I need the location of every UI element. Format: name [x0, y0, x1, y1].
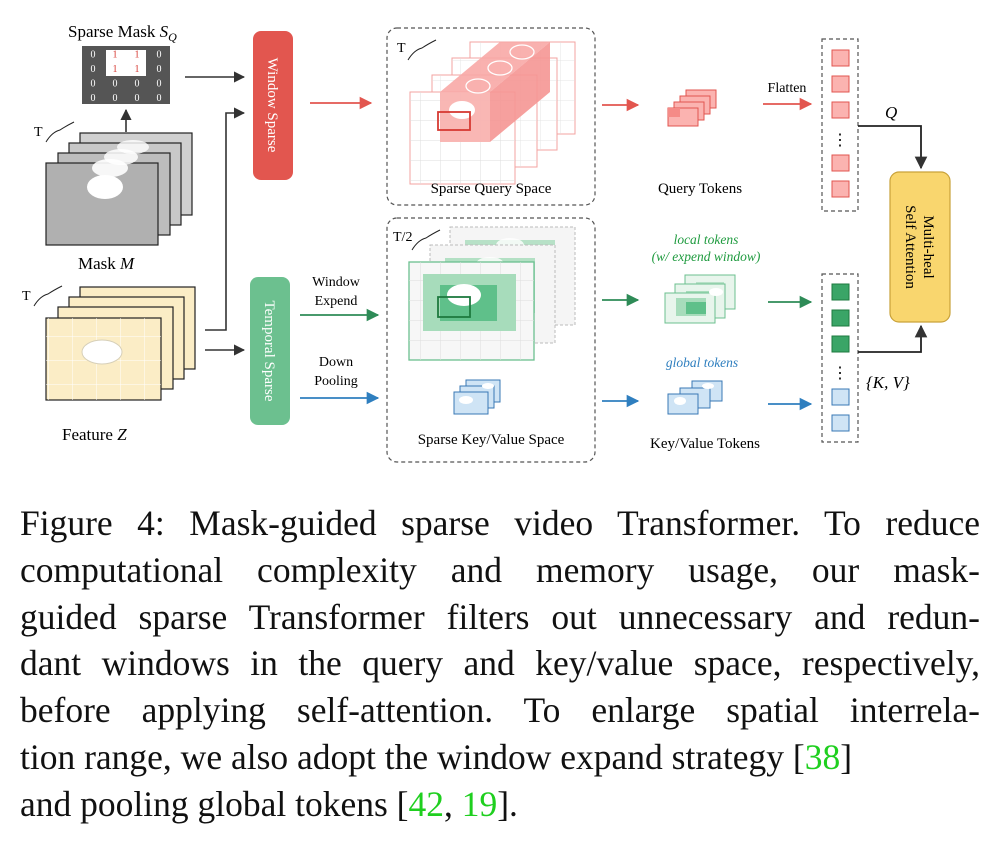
mask-cell: 0 — [157, 49, 162, 60]
global-token-stack — [667, 380, 723, 415]
temporal-sparse-label: Temporal Sparse — [261, 300, 277, 401]
feature-stack — [45, 286, 196, 401]
query-space-frames — [409, 41, 576, 185]
sparse-query-space-box — [386, 27, 596, 206]
mask-cell: 0 — [135, 93, 140, 104]
mask-title: Sparse Mask SQ — [68, 22, 177, 44]
mask-cell: 0 — [91, 78, 96, 89]
mask-cell: 0 — [91, 64, 96, 75]
feature-t-brace — [33, 285, 63, 307]
caption-line-6: tion range, we also adopt the window exp… — [20, 736, 853, 777]
citation-19[interactable]: 19 — [461, 783, 498, 824]
mask-cell: 0 — [113, 93, 118, 104]
mask-stack — [45, 132, 193, 246]
kv-token-cells — [831, 283, 850, 432]
mask-cell: 1 — [135, 49, 140, 60]
caption-line-5: before applying self-attention. To enlar… — [20, 690, 980, 731]
citation-42[interactable]: 42 — [408, 783, 444, 824]
query-space-t-brace — [407, 39, 437, 61]
figure-caption: Figure 4: Mask-guided sparse video Trans… — [20, 500, 980, 828]
mask-label: Mask M — [78, 254, 135, 273]
q-symbol: Q — [885, 103, 897, 122]
caption-line-2: computational complexity and memory usag… — [20, 549, 980, 590]
mask-t-label: T — [34, 125, 43, 140]
local-tokens-label: local tokens(w/ expend window) — [652, 232, 761, 264]
sparse-mask-grid: 0 1 1 0 0 1 1 0 0 0 0 0 0 0 0 0 — [82, 46, 170, 104]
arrow-q-to-attention — [858, 125, 928, 170]
kv-token-column — [821, 273, 859, 443]
attention-block — [889, 171, 951, 323]
mask-cell: 0 — [157, 78, 162, 89]
caption-line-3: guided sparse Transformer filters out un… — [20, 596, 980, 637]
architecture-diagram: Sparse Mask SQ 0 1 1 0 0 1 1 0 0 0 0 0 0 0 0 0 T Mask M… — [22, 22, 951, 463]
flatten-label: Flatten — [768, 81, 807, 96]
query-column-dots: ⋮ — [832, 132, 848, 149]
mask-cell: 0 — [157, 93, 162, 104]
arrow-kv-to-attention — [858, 324, 928, 353]
mask-cell: 1 — [113, 64, 118, 75]
kv-space-t-brace — [411, 229, 441, 251]
arrow-feature-to-window-sparse — [205, 107, 246, 331]
sparse-kv-space-label: Sparse Key/Value Space — [418, 432, 565, 448]
query-tokens-label: Query Tokens — [658, 181, 742, 197]
kv-tokens-label: Key/Value Tokens — [650, 436, 760, 452]
mask-cell: 0 — [113, 78, 118, 89]
kv-space-pooled-tokens — [453, 379, 501, 415]
window-sparse-label: Window Sparse — [264, 58, 280, 153]
temporal-sparse-block — [250, 277, 290, 425]
local-token-stack — [664, 274, 736, 324]
sparse-query-space-label: Sparse Query Space — [431, 181, 552, 197]
caption-line-4: dant windows in the query and key/value … — [20, 643, 980, 684]
kv-symbol: {K, V} — [866, 373, 910, 392]
caption-line-1: Figure 4: Mask-guided sparse video Trans… — [20, 503, 980, 543]
mask-cell: 1 — [135, 64, 140, 75]
query-space-t-label: T — [397, 41, 406, 56]
global-tokens-label: global tokens — [666, 355, 738, 370]
kv-space-frames — [408, 226, 576, 361]
feature-label: Feature Z — [62, 425, 127, 444]
sparse-kv-space-box — [386, 217, 596, 463]
mask-cell: 0 — [91, 49, 96, 60]
attention-label: Multi-healSelf Attention — [902, 205, 936, 289]
query-token-stack — [667, 89, 717, 127]
feature-t-label: T — [22, 289, 31, 304]
mask-cell: 1 — [113, 49, 118, 60]
query-token-cells — [831, 49, 850, 198]
window-sparse-block — [253, 31, 293, 180]
kv-space-t-half-label: T/2 — [393, 230, 412, 245]
query-token-column — [821, 38, 859, 212]
citation-38[interactable]: 38 — [804, 736, 841, 777]
kv-column-dots: ⋮ — [832, 365, 848, 382]
mask-t-brace — [45, 121, 75, 143]
mask-cell: 0 — [157, 64, 162, 75]
mask-cell: 0 — [135, 78, 140, 89]
caption-line-7: and pooling global tokens [42, 19]. — [20, 783, 518, 824]
mask-cell: 0 — [91, 93, 96, 104]
